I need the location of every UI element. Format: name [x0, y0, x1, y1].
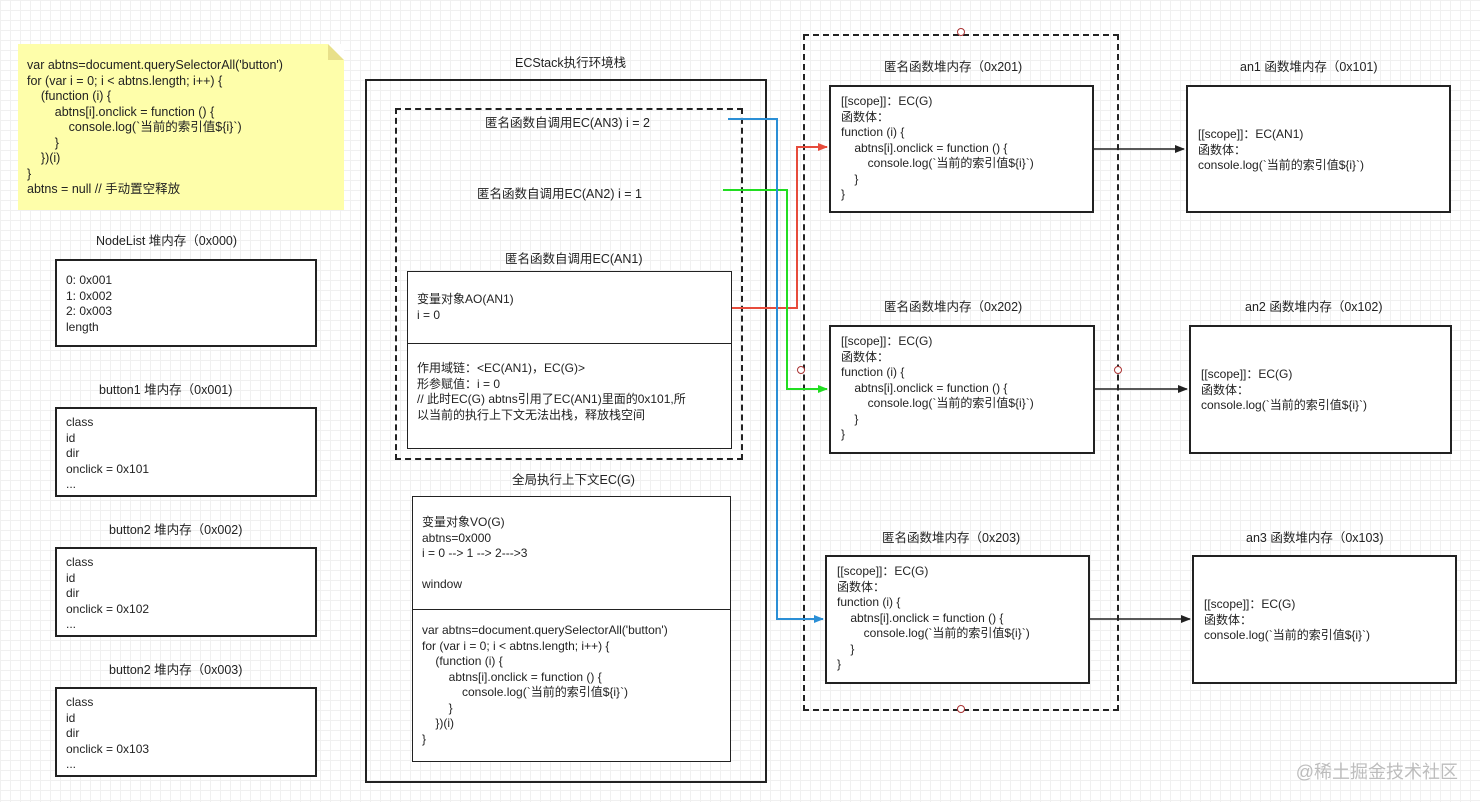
nodelist-content: 0: 0x001 1: 0x002 2: 0x003 length — [66, 273, 113, 334]
button1-box: class id dir onclick = 0x101 ... — [55, 407, 317, 497]
button3-content: class id dir onclick = 0x103 ... — [66, 695, 150, 771]
button1-content: class id dir onclick = 0x101 ... — [66, 415, 150, 491]
connector-an3-to-0x203 — [728, 118, 824, 623]
connector-an1-to-0x201 — [732, 143, 828, 309]
ec-an1-box: 变量对象AO(AN1) i = 0 作用域链：<EC(AN1)，EC(G)> 形… — [407, 271, 732, 449]
note-code: var abtns=document.querySelectorAll('but… — [27, 58, 283, 196]
heap-0x202-box: [[scope]]：EC(G) 函数体： function (i) { abtn… — [829, 325, 1095, 454]
an3-heap-title: an3 函数堆内存（0x103) — [1246, 531, 1384, 545]
an3-heap-box: [[scope]]：EC(G) 函数体： console.log(`当前的索引值… — [1192, 555, 1457, 684]
ec-an1-divider — [408, 343, 731, 344]
global-ec-code: var abtns=document.querySelectorAll('but… — [422, 623, 668, 746]
heap-0x201-title: 匿名函数堆内存（0x201) — [884, 60, 1023, 74]
global-ec-vo: 变量对象VO(G) abtns=0x000 i = 0 --> 1 --> 2-… — [422, 515, 528, 591]
region-handle-right — [1114, 366, 1122, 374]
an2-heap-title: an2 函数堆内存（0x102) — [1245, 300, 1383, 314]
ec-an1-title: 匿名函数自调用EC(AN1) — [505, 252, 643, 266]
button2-box: class id dir onclick = 0x102 ... — [55, 547, 317, 637]
an2-heap-box: [[scope]]：EC(G) 函数体： console.log(`当前的索引值… — [1189, 325, 1452, 454]
region-handle-left — [797, 366, 805, 374]
heap-0x203-title: 匿名函数堆内存（0x203) — [882, 531, 1021, 545]
an2-heap-content: [[scope]]：EC(G) 函数体： console.log(`当前的索引值… — [1201, 367, 1368, 412]
ec-an3-label: 匿名函数自调用EC(AN3) i = 2 — [485, 116, 650, 130]
global-ec-title: 全局执行上下文EC(G) — [512, 473, 635, 487]
button2-title: button2 堆内存（0x002) — [109, 523, 243, 537]
an1-heap-box: [[scope]]：EC(AN1) 函数体： console.log(`当前的索… — [1186, 85, 1451, 213]
heap-0x201-content: [[scope]]：EC(G) 函数体： function (i) { abtn… — [841, 94, 1034, 201]
ec-an1-ao: 变量对象AO(AN1) i = 0 — [417, 292, 514, 322]
an3-heap-content: [[scope]]：EC(G) 函数体： console.log(`当前的索引值… — [1204, 597, 1371, 642]
ec-an1-scope: 作用域链：<EC(AN1)，EC(G)> 形参赋值：i = 0 // 此时EC(… — [417, 361, 686, 422]
nodelist-title: NodeList 堆内存（0x000) — [96, 234, 238, 248]
ecstack-title: ECStack执行环境栈 — [515, 56, 627, 70]
ecstack-box — [365, 79, 767, 783]
button3-title: button2 堆内存（0x003) — [109, 663, 243, 677]
button2-content: class id dir onclick = 0x102 ... — [66, 555, 150, 631]
heap-0x201-box: [[scope]]：EC(G) 函数体： function (i) { abtn… — [829, 85, 1094, 213]
global-ec-box: 变量对象VO(G) abtns=0x000 i = 0 --> 1 --> 2-… — [412, 496, 731, 762]
closure-ec-dashed-region — [395, 108, 743, 460]
button3-box: class id dir onclick = 0x103 ... — [55, 687, 317, 777]
global-ec-divider — [413, 609, 730, 610]
button1-title: button1 堆内存（0x001) — [99, 383, 233, 397]
ec-an2-label: 匿名函数自调用EC(AN2) i = 1 — [477, 187, 642, 201]
heap-0x203-content: [[scope]]：EC(G) 函数体： function (i) { abtn… — [837, 564, 1030, 671]
region-handle-bottom — [957, 705, 965, 713]
region-handle-top — [957, 28, 965, 36]
note-fold-corner — [328, 44, 344, 60]
connector-an2-to-0x202 — [723, 189, 828, 393]
an1-heap-title: an1 函数堆内存（0x101) — [1240, 60, 1378, 74]
nodelist-box: 0: 0x001 1: 0x002 2: 0x003 length — [55, 259, 317, 347]
heap-0x202-title: 匿名函数堆内存（0x202) — [884, 300, 1023, 314]
heap-0x202-content: [[scope]]：EC(G) 函数体： function (i) { abtn… — [841, 334, 1034, 441]
heap-0x203-box: [[scope]]：EC(G) 函数体： function (i) { abtn… — [825, 555, 1090, 684]
code-note: var abtns=document.querySelectorAll('but… — [18, 44, 344, 210]
an1-heap-content: [[scope]]：EC(AN1) 函数体： console.log(`当前的索… — [1198, 127, 1365, 172]
watermark: @稀土掘金技术社区 — [1295, 762, 1458, 782]
